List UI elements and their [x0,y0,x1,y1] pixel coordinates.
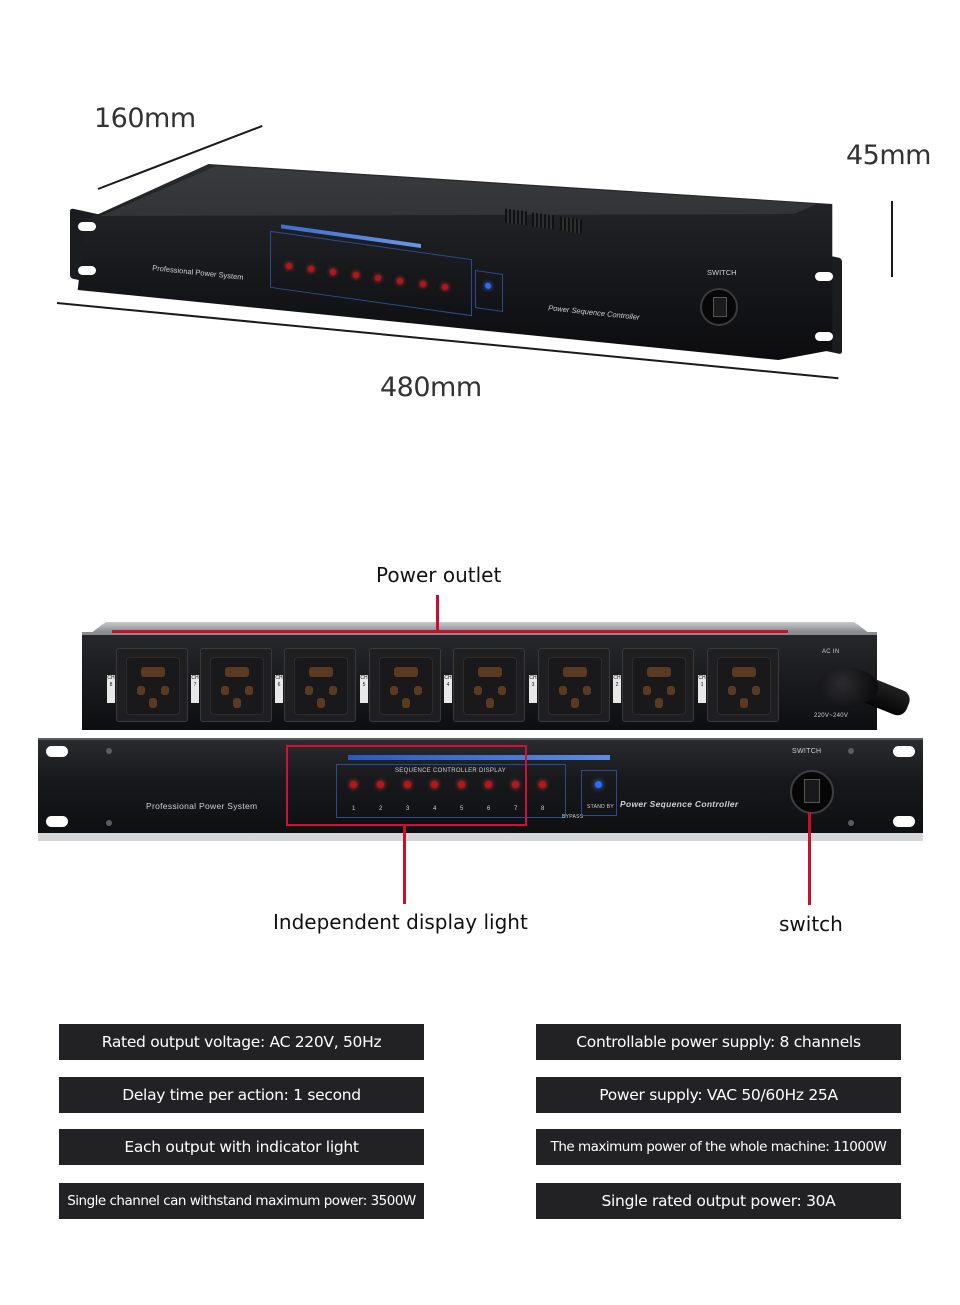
standby-led [595,781,602,788]
power-switch[interactable] [700,288,738,326]
rack-slot-icon [815,332,833,341]
channel-number: 3 [406,806,410,812]
rack-slot-icon [46,746,68,757]
power-outlet [453,648,525,722]
screw-icon [106,820,112,826]
indicator-led [353,272,359,278]
indicator-led [485,781,492,788]
sequence-display-panel: SEQUENCE CONTROLLER DISPLAY 1 2 3 4 5 6 … [336,764,566,818]
power-outlet [284,648,356,722]
indicator-led [375,275,381,281]
voltage-label: 220V~240V [814,713,849,719]
callout-line-outlet-horizontal [112,630,788,633]
rack-slot-icon [893,746,915,757]
channel-number: 4 [433,806,437,812]
callout-switch: switch [779,912,843,936]
ac-inlet-plug [818,668,878,706]
callout-line-outlet-vertical [436,595,439,631]
width-dimension-label: 480mm [380,372,482,403]
brand-text: Professional Power System [146,801,258,811]
indicator-led [308,266,314,272]
height-dimension-label: 45mm [846,140,931,171]
rack-slot-icon [78,266,96,275]
bypass-label: BYPASS [562,814,584,820]
vent-icon [505,208,527,226]
standby-button[interactable]: STAND BY [581,770,617,816]
indicator-led [458,781,465,788]
callout-display-light: Independent display light [273,910,528,934]
indicator-led [397,278,403,284]
spec-delay-time: Delay time per action: 1 second [59,1077,424,1113]
power-outlet [707,648,779,722]
channel-number: 2 [379,806,383,812]
callout-line-switch [808,812,811,905]
power-switch[interactable] [790,770,834,814]
rack-slot-icon [78,222,96,231]
indicator-led [377,781,384,788]
vent-icon [560,216,582,234]
rack-slot-icon [893,816,915,827]
spec-max-power: The maximum power of the whole machine: … [536,1129,901,1165]
channel-label: CH 7 [191,675,199,703]
spec-controllable-channels: Controllable power supply: 8 channels [536,1024,901,1060]
indicator-led [286,263,292,269]
indicator-led [404,781,411,788]
power-outlet [116,648,188,722]
callout-line-display [403,824,406,904]
indicator-led [350,781,357,788]
depth-dimension-label: 160mm [94,103,196,134]
indicator-led [442,284,448,290]
screw-icon [848,748,854,754]
product-angled-view: Professional Power System Power Sequence… [70,160,842,360]
channel-label: CH 1 [698,675,706,703]
channel-label: CH 5 [360,675,368,703]
spec-rated-voltage: Rated output voltage: AC 220V, 50Hz [59,1024,424,1060]
power-outlet [200,648,272,722]
callout-power-outlet: Power outlet [376,563,502,587]
display-accent-band [348,755,610,760]
rocker-icon [804,779,820,803]
ac-in-label: AC IN [822,649,840,655]
channel-label: CH 3 [529,675,537,703]
indicator-led [420,281,426,287]
spec-rated-output: Single rated output power: 30A [536,1183,901,1219]
spec-single-channel-power: Single channel can withstand maximum pow… [59,1183,424,1219]
power-outlet [538,648,610,722]
front-panel: Professional Power System SEQUENCE CONTR… [38,738,923,841]
channel-label: CH 6 [275,675,283,703]
indicator-led [539,781,546,788]
channel-number: 1 [352,806,356,812]
power-outlet [622,648,694,722]
switch-label: SWITCH [707,268,737,277]
vent-icon [532,212,554,230]
rear-panel: CH 8 CH 7 CH 6 CH 5 CH 4 CH 3 CH 2 CH 1 … [82,632,877,730]
spec-power-supply: Power supply: VAC 50/60Hz 25A [536,1077,901,1113]
channel-number: 8 [541,806,545,812]
model-text: Power Sequence Controller [620,799,739,809]
indicator-led [330,269,336,275]
indicator-led [512,781,519,788]
rack-slot-icon [46,816,68,827]
channel-label: CH 8 [107,675,115,703]
channel-number: 5 [460,806,464,812]
rack-slot-icon [815,272,833,281]
display-highlight-box [286,745,527,826]
power-outlet [369,648,441,722]
spec-indicator-light: Each output with indicator light [59,1129,424,1165]
display-title: SEQUENCE CONTROLLER DISPLAY [395,768,507,774]
standby-button[interactable] [475,270,503,312]
channel-label: CH 4 [444,675,452,703]
screw-icon [848,820,854,826]
screw-icon [106,748,112,754]
channel-label: CH 2 [613,675,621,703]
height-dimension-line [891,201,893,277]
channel-number: 6 [487,806,491,812]
switch-label: SWITCH [792,748,822,755]
standby-label: STAND BY [587,804,615,810]
indicator-led [431,781,438,788]
channel-number: 7 [514,806,518,812]
